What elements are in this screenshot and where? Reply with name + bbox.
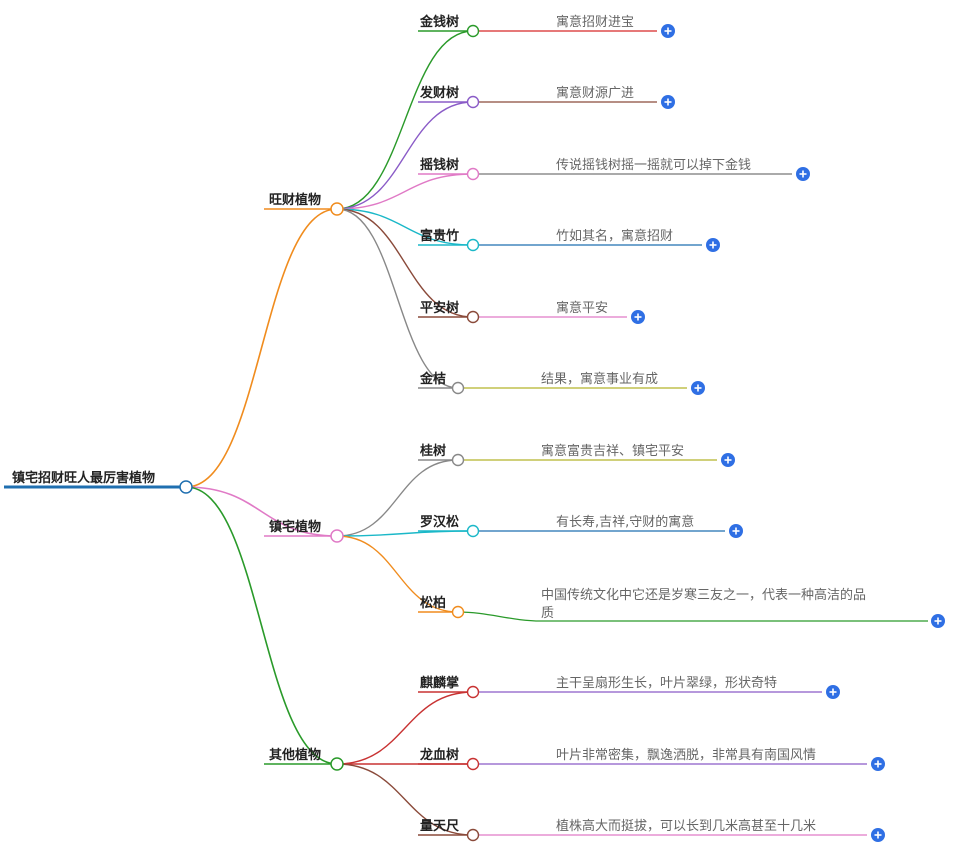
item-collapse-knob[interactable] [466, 24, 480, 38]
category-to-item-edge [336, 535, 459, 613]
item-topic: 发财树 [419, 85, 459, 101]
category-topic: 其他植物 [269, 747, 321, 763]
plus-circle-icon[interactable] [706, 238, 720, 252]
item-topic: 富贵竹 [420, 228, 459, 244]
item-description: 结果，寓意事业有成 [541, 371, 658, 387]
item-topic: 金钱树 [419, 14, 459, 30]
category-collapse-knob[interactable] [330, 529, 344, 543]
item-collapse-knob[interactable] [466, 757, 480, 771]
category-to-item-edge [336, 459, 459, 537]
item-description: 竹如其名，寓意招财 [556, 228, 673, 244]
item-collapse-knob[interactable] [466, 167, 480, 181]
root-collapse-knob[interactable] [179, 480, 193, 494]
description-edge [457, 611, 928, 622]
plus-circle-icon[interactable] [661, 24, 675, 38]
plus-circle-icon[interactable] [871, 828, 885, 842]
item-collapse-knob[interactable] [451, 605, 465, 619]
item-description: 有长寿,吉祥,守财的寓意 [556, 514, 694, 530]
item-collapse-knob[interactable] [466, 95, 480, 109]
item-collapse-knob[interactable] [466, 310, 480, 324]
plus-circle-icon[interactable] [871, 757, 885, 771]
item-collapse-knob[interactable] [466, 238, 480, 252]
edges-layer [4, 30, 928, 836]
item-description: 寓意平安 [556, 300, 608, 316]
root-to-category-edge [185, 486, 338, 537]
item-topic: 麒麟掌 [420, 675, 459, 691]
category-topic: 旺财植物 [269, 192, 321, 208]
item-topic: 桂树 [419, 443, 446, 459]
item-description: 寓意招财进宝 [556, 14, 634, 30]
item-description: 中国传统文化中它还是岁寒三友之一，代表一种高洁的品 [541, 587, 866, 603]
item-topic: 摇钱树 [420, 157, 459, 173]
category-collapse-knob[interactable] [330, 202, 344, 216]
item-collapse-knob[interactable] [451, 453, 465, 467]
item-description: 主干呈扇形生长，叶片翠绿，形状奇特 [556, 675, 777, 691]
item-description: 质 [541, 606, 554, 621]
plus-circle-icon[interactable] [661, 95, 675, 109]
item-collapse-knob[interactable] [466, 685, 480, 699]
item-collapse-knob[interactable] [451, 381, 465, 395]
plus-circle-icon[interactable] [729, 524, 743, 538]
root-to-category-edge [185, 486, 338, 765]
item-topic: 松柏 [420, 595, 446, 611]
root-topic: 镇宅招财旺人最厉害植物 [12, 470, 155, 486]
root-to-category-edge [185, 208, 338, 488]
plus-circle-icon[interactable] [796, 167, 810, 181]
category-to-item-edge [336, 30, 474, 210]
category-to-item-edge [336, 208, 459, 389]
item-description: 传说摇钱树摇一摇就可以掉下金钱 [556, 157, 751, 173]
item-collapse-knob[interactable] [466, 828, 480, 842]
category-to-item-edge [336, 173, 474, 210]
item-description: 叶片非常密集，飘逸洒脱，非常具有南国风情 [556, 747, 816, 763]
plus-circle-icon[interactable] [631, 310, 645, 324]
category-to-item-edge [336, 101, 474, 210]
item-topic: 罗汉松 [420, 514, 459, 530]
plus-circle-icon[interactable] [826, 685, 840, 699]
category-to-item-edge [336, 208, 474, 318]
plus-circle-icon[interactable] [931, 614, 945, 628]
item-topic: 龙血树 [420, 747, 459, 763]
plus-circle-icon[interactable] [721, 453, 735, 467]
category-to-item-edge [336, 763, 474, 836]
category-collapse-knob[interactable] [330, 757, 344, 771]
item-description: 寓意财源广进 [556, 85, 634, 101]
item-topic: 量天尺 [420, 819, 459, 834]
item-topic: 金桔 [419, 371, 446, 387]
category-to-item-edge [336, 691, 474, 765]
plus-circle-icon[interactable] [691, 381, 705, 395]
category-topic: 镇宅植物 [269, 519, 321, 535]
item-topic: 平安树 [420, 300, 459, 316]
item-description: 寓意富贵吉祥、镇宅平安 [541, 443, 684, 459]
category-to-item-edge [336, 530, 474, 537]
category-to-item-edge [336, 208, 474, 246]
item-description: 植株高大而挺拔，可以长到几米高甚至十几米 [556, 818, 816, 834]
item-collapse-knob[interactable] [466, 524, 480, 538]
